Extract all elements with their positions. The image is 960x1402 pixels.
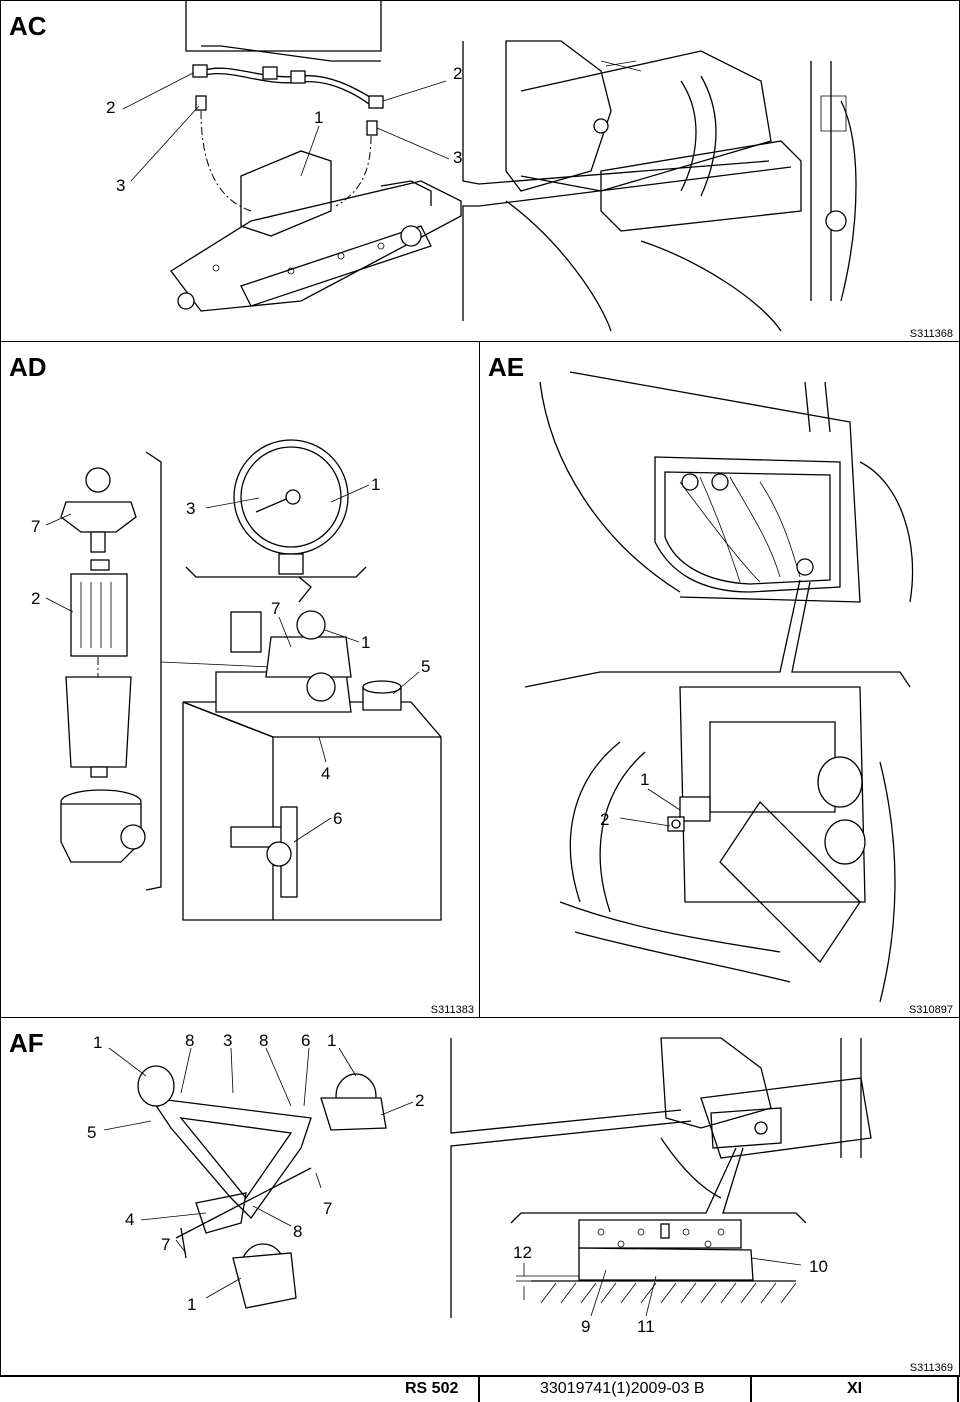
panel-af-illustration: 1 8 3 8 6 1 2 5 7 4 8 7 1 bbox=[87, 1031, 872, 1336]
af-callout-7-right: 7 bbox=[323, 1199, 332, 1218]
panel-ae-title: AE bbox=[488, 352, 525, 382]
panel-ae-code: S310897 bbox=[908, 1004, 953, 1016]
panel-ad-title: AD bbox=[9, 352, 47, 382]
ac-callout-1: 1 bbox=[314, 108, 323, 127]
panel-af-code: S311369 bbox=[909, 1362, 953, 1374]
ad-callout-7-pump: 7 bbox=[271, 599, 280, 618]
af-callout-3: 3 bbox=[223, 1031, 232, 1050]
af-callout-8-top-left: 8 bbox=[185, 1031, 194, 1050]
af-callout-8-top-right: 8 bbox=[259, 1031, 268, 1050]
ae-callout-2: 2 bbox=[600, 810, 609, 829]
panel-af-title: AF bbox=[9, 1028, 44, 1058]
ac-callout-3-right: 3 bbox=[453, 148, 462, 167]
ad-callout-3: 3 bbox=[186, 499, 195, 518]
ad-callout-1-pump: 1 bbox=[361, 633, 370, 652]
panel-af: AF S311369 1 8 3 8 6 1 2 5 7 4 bbox=[0, 1017, 960, 1377]
panel-ac-illustration: 2 3 1 2 3 bbox=[106, 1, 857, 332]
panel-ae-illustration: 1 2 bbox=[524, 371, 914, 1003]
ad-callout-6: 6 bbox=[333, 809, 342, 828]
panel-ae: AE S310897 bbox=[479, 341, 960, 1019]
af-callout-12: 12 bbox=[513, 1243, 532, 1262]
panel-ac: AC S311368 2 3 1 2 bbox=[0, 0, 960, 343]
footer-model: RS 502 bbox=[405, 1380, 459, 1397]
footer-docnum: 33019741(1)2009-03 B bbox=[540, 1380, 705, 1397]
ad-callout-2: 2 bbox=[31, 589, 40, 608]
ac-callout-3-left: 3 bbox=[116, 176, 125, 195]
panel-ad-code: S311383 bbox=[430, 1004, 474, 1016]
af-callout-7-left: 7 bbox=[161, 1235, 170, 1254]
af-callout-9: 9 bbox=[581, 1317, 590, 1336]
af-callout-10: 10 bbox=[809, 1257, 828, 1276]
af-callout-8-bottom: 8 bbox=[293, 1222, 302, 1241]
af-callout-2: 2 bbox=[415, 1091, 424, 1110]
af-callout-1-top-right: 1 bbox=[327, 1031, 336, 1050]
ad-callout-7-left: 7 bbox=[31, 517, 40, 536]
ad-callout-1-gauge: 1 bbox=[371, 475, 380, 494]
panel-ad-illustration: 7 3 1 2 7 1 5 4 6 bbox=[31, 439, 442, 921]
panel-ac-title: AC bbox=[9, 11, 47, 41]
footer-section: XI bbox=[846, 1380, 863, 1397]
page-footer: RS 502 33019741(1)2009-03 B XI bbox=[0, 1375, 960, 1402]
ad-callout-5: 5 bbox=[421, 657, 430, 676]
af-callout-1-top: 1 bbox=[93, 1033, 102, 1052]
ac-callout-2-left: 2 bbox=[106, 98, 115, 117]
ac-callout-2-right: 2 bbox=[453, 64, 462, 83]
af-callout-6: 6 bbox=[301, 1031, 310, 1050]
ad-callout-4: 4 bbox=[321, 764, 330, 783]
af-callout-4: 4 bbox=[125, 1210, 134, 1229]
af-callout-5: 5 bbox=[87, 1123, 96, 1142]
af-callout-1-bottom: 1 bbox=[187, 1295, 196, 1314]
panel-ac-code: S311368 bbox=[909, 328, 953, 340]
af-callout-11: 11 bbox=[637, 1317, 655, 1336]
ae-callout-1: 1 bbox=[640, 770, 649, 789]
panel-ad: AD S311383 bbox=[0, 341, 481, 1019]
